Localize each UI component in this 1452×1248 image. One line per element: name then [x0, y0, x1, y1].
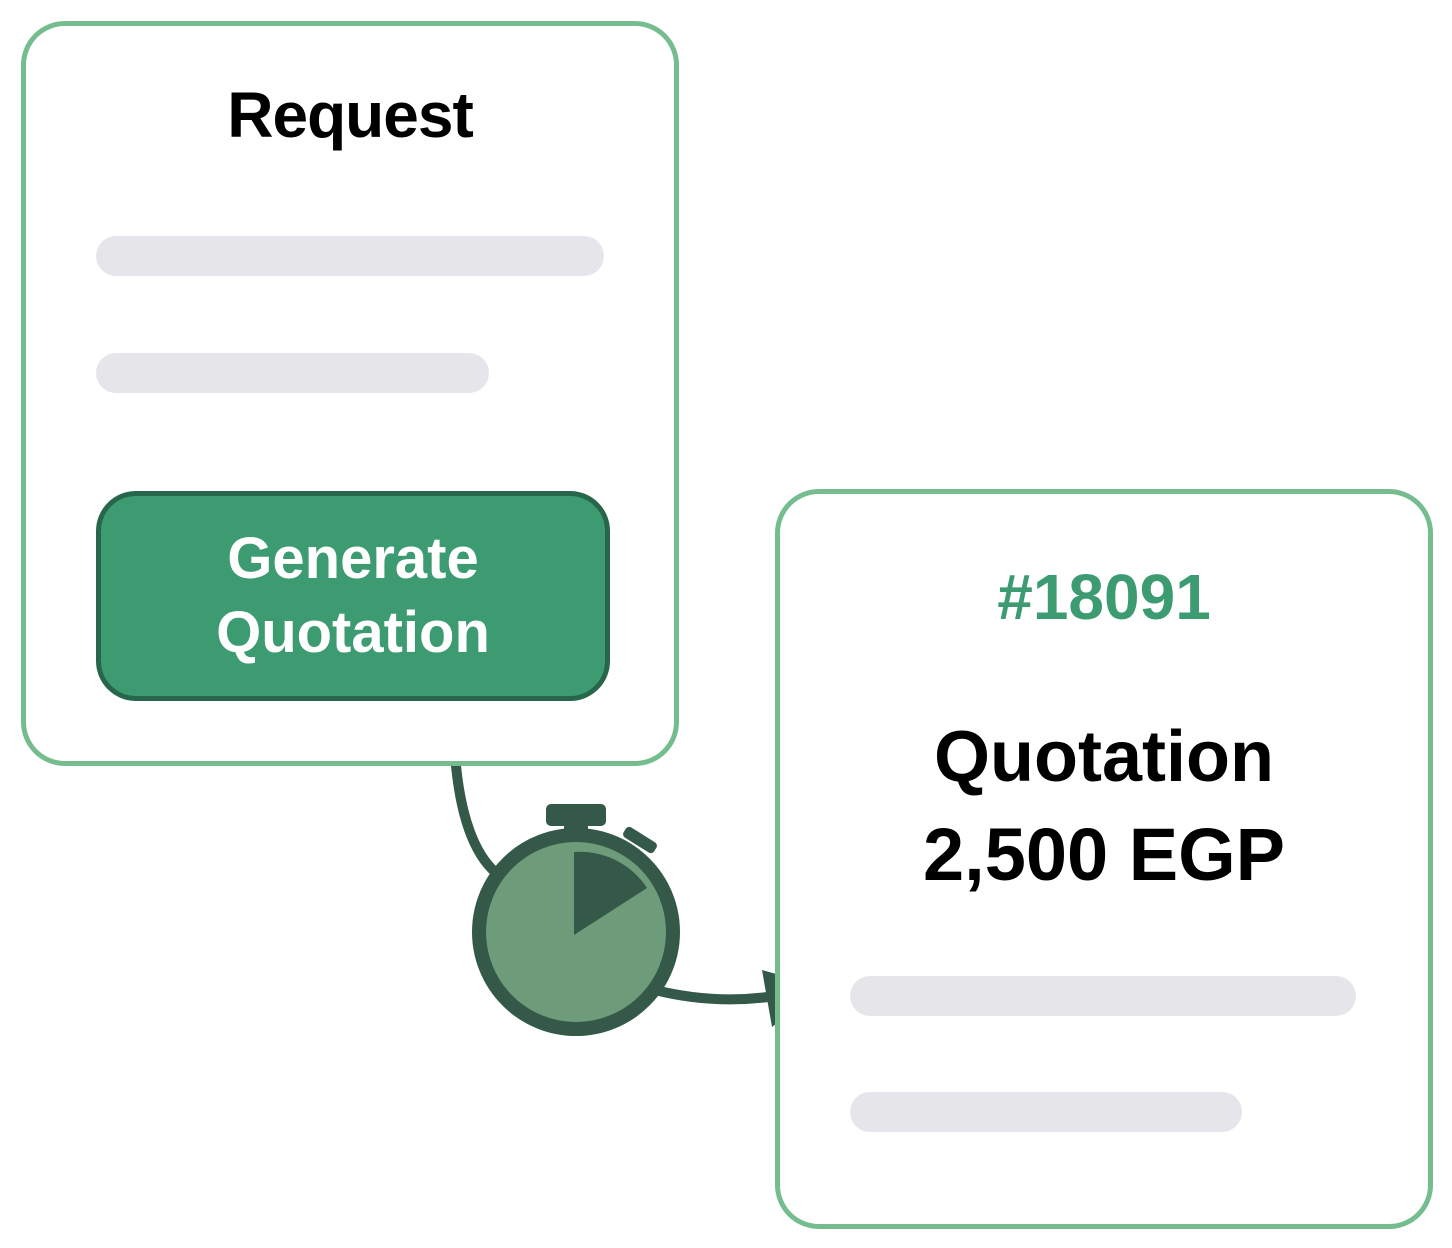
placeholder-line — [96, 236, 604, 276]
connector-curve-end — [650, 985, 780, 1005]
request-card-title: Request — [227, 79, 474, 151]
generate-quotation-button-line1: Generate — [227, 526, 479, 591]
generate-quotation-button[interactable]: Generate Quotation — [96, 491, 610, 701]
quotation-number: #18091 — [997, 561, 1211, 633]
placeholder-line — [850, 1092, 1242, 1132]
placeholder-line — [850, 976, 1356, 1016]
generate-quotation-button-line2: Quotation — [216, 600, 490, 665]
placeholder-line — [96, 353, 489, 393]
stopwatch-icon — [472, 804, 680, 1036]
quotation-amount: 2,500 EGP — [922, 813, 1285, 896]
quotation-card: #18091 Quotation 2,500 EGP — [775, 489, 1433, 1229]
request-card: Request Generate Quotation — [21, 21, 679, 766]
connector-curve — [451, 761, 505, 881]
quotation-label: Quotation — [934, 717, 1274, 797]
